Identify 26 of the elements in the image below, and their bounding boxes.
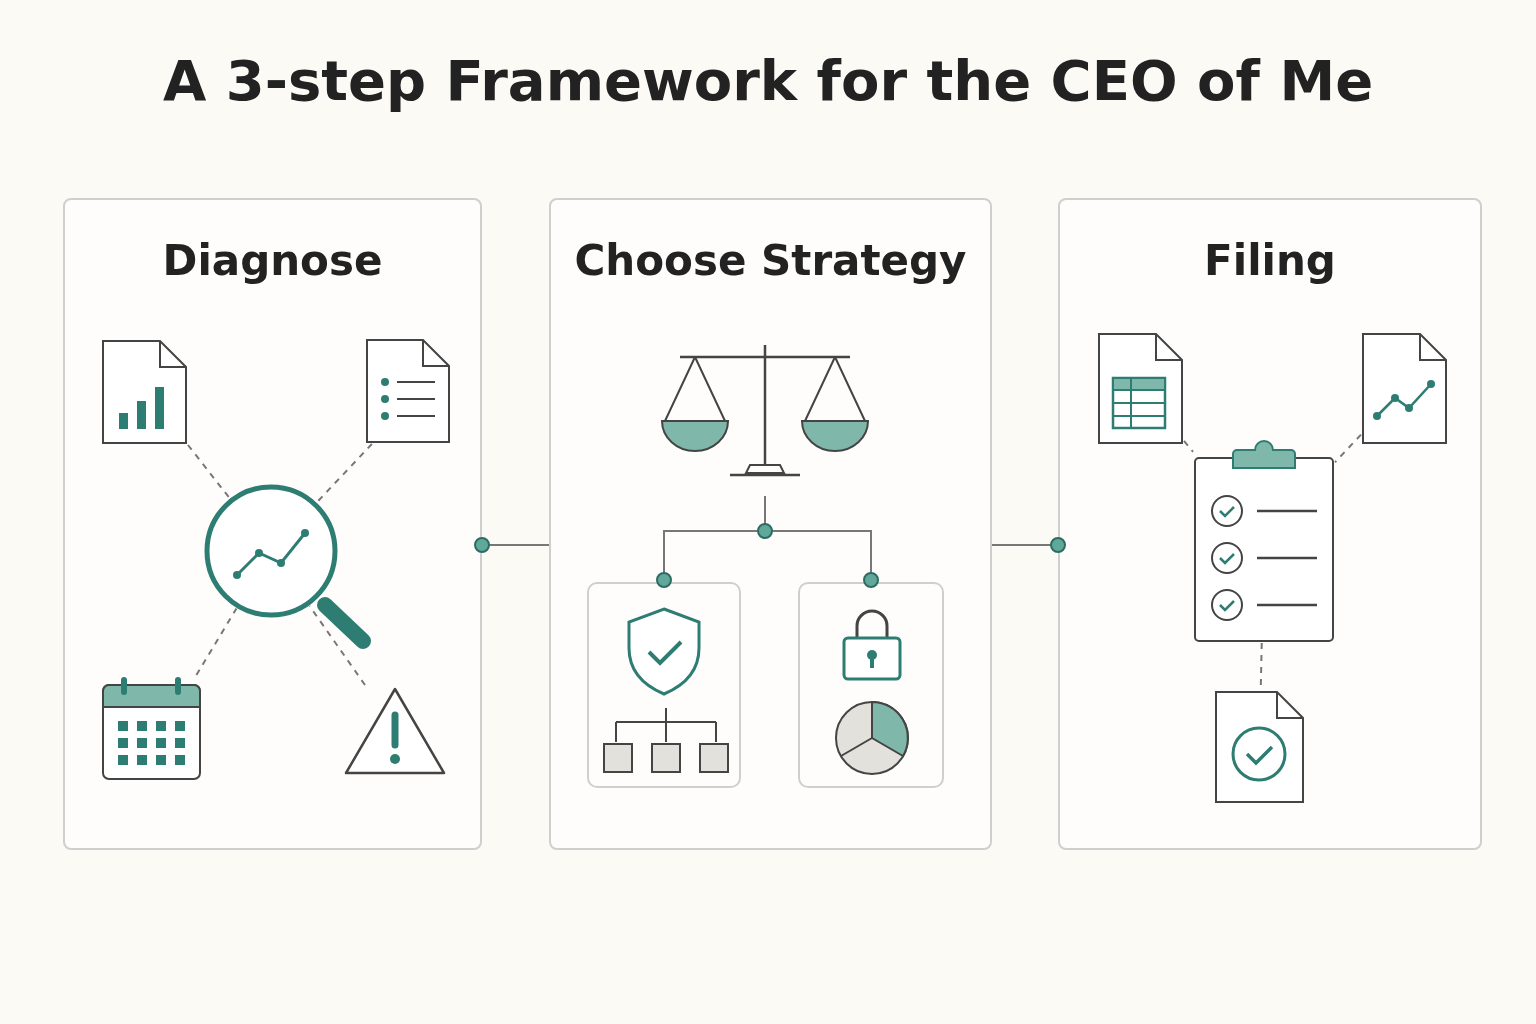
dashed-connector (195, 607, 238, 676)
dashed-connector (315, 443, 373, 504)
dashed-connector (186, 444, 231, 500)
panel-title: Diagnose (162, 236, 383, 285)
dashed-connector (1334, 433, 1362, 464)
step-panel (63, 198, 482, 850)
panel-title: Choose Strategy (574, 236, 967, 285)
bar-chart-document-icon (101, 339, 188, 445)
option-card (587, 582, 741, 788)
diagram-title: A 3-step Framework for the CEO of Me (161, 48, 1375, 113)
list-document-icon (365, 338, 451, 444)
option-card (798, 582, 944, 788)
panel-title: Filing (1204, 236, 1336, 285)
step-panel (549, 198, 992, 850)
warning-icon (343, 685, 447, 777)
calendar-icon (101, 675, 202, 781)
magnifier-chart-icon (203, 483, 373, 651)
spreadsheet-document-icon (1097, 332, 1184, 445)
approved-document-icon (1214, 690, 1305, 804)
connector-line (474, 537, 550, 553)
dashed-connector (1183, 440, 1194, 453)
dashed-connector (308, 604, 366, 686)
balance-scale-icon (660, 343, 870, 478)
step-panel (1058, 198, 1482, 850)
line-chart-document-icon (1361, 332, 1448, 445)
connector-line (991, 537, 1066, 553)
